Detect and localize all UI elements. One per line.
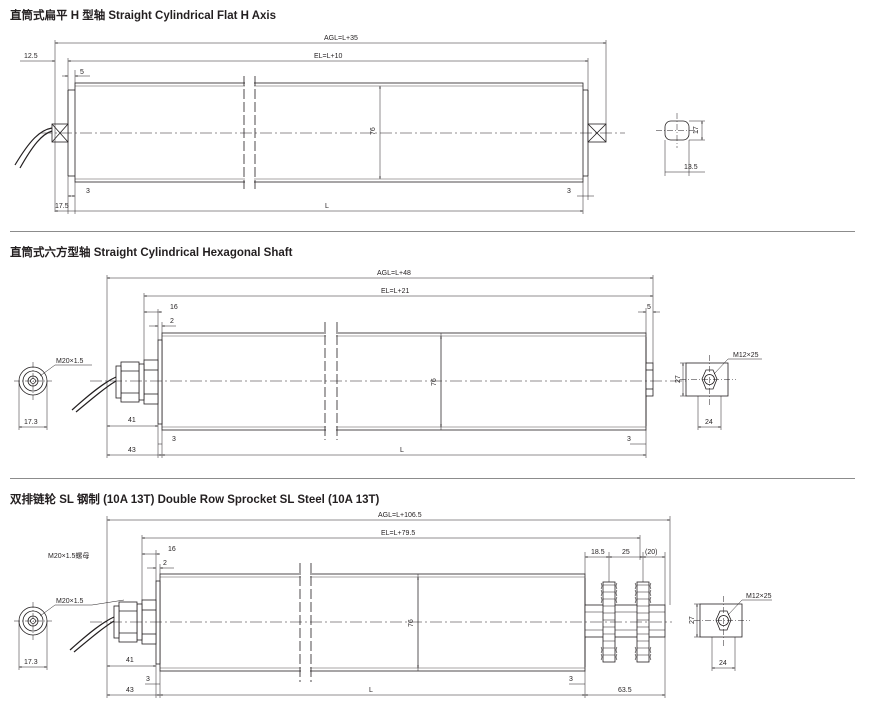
right-ext-dim: 63.5 bbox=[618, 687, 632, 694]
d2-dim-3: 2 bbox=[163, 560, 167, 567]
d41-dim-2: 41 bbox=[128, 417, 136, 424]
thread-label-3: M20×1.5 bbox=[56, 598, 84, 605]
end-left-dim-3: 3 bbox=[146, 676, 150, 683]
flat-h-axis-roller bbox=[14, 40, 705, 214]
bolt-label-2: M12×25 bbox=[733, 352, 759, 359]
hex-shaft-roller bbox=[14, 275, 762, 458]
double-sprocket-roller bbox=[14, 516, 772, 698]
thread-label-2: M20×1.5 bbox=[56, 358, 84, 365]
section-1-title: 直筒式扁平 H 型轴 Straight Cylindrical Flat H A… bbox=[10, 10, 277, 22]
d43-dim-2: 43 bbox=[128, 447, 136, 454]
hex-h-dim-3: 27 bbox=[689, 616, 696, 624]
offset-dim: 17.5 bbox=[55, 203, 69, 210]
roller-tube bbox=[74, 82, 584, 183]
nut-width-dim-3: 17.3 bbox=[24, 659, 38, 666]
roller-tube bbox=[161, 332, 647, 431]
sprocket-shaft bbox=[584, 604, 666, 638]
end-right-dim-3: 3 bbox=[569, 676, 573, 683]
end-left-dim-2: 3 bbox=[172, 436, 176, 443]
dia-dim-2: 76 bbox=[431, 378, 438, 386]
d2-dim-2: 2 bbox=[170, 318, 174, 325]
nut-label-3: M20×1.5螺母 bbox=[48, 551, 89, 560]
length-dim-3: L bbox=[369, 687, 373, 694]
d16-dim-2: 16 bbox=[170, 304, 178, 311]
left-ext-dim: 12.5 bbox=[24, 53, 38, 60]
dia-dim-1: 76 bbox=[370, 127, 377, 135]
length-dim-1: L bbox=[325, 203, 329, 210]
cable bbox=[69, 616, 115, 651]
agl-dim-1: AGL=L+35 bbox=[324, 35, 358, 42]
hex-nut bbox=[143, 359, 159, 405]
el-dim-3: EL=L+79.5 bbox=[381, 530, 415, 537]
hex-w-dim-3: 24 bbox=[719, 660, 727, 667]
roller-tube bbox=[159, 573, 586, 672]
section-3-labels: AGL=L+106.5 EL=L+79.5 M20×1.5螺母 16 2 18.… bbox=[24, 512, 772, 694]
hex-shaft-right bbox=[645, 362, 654, 397]
agl-dim-3: AGL=L+106.5 bbox=[378, 512, 422, 519]
el-dim-2: EL=L+21 bbox=[381, 288, 410, 295]
section-3-title: 双排链轮 SL 钢制 (10A 13T) Double Row Sprocket… bbox=[10, 494, 380, 506]
cable bbox=[71, 376, 117, 411]
end-left-dim-1: 3 bbox=[86, 188, 90, 195]
hex-h-dim-2: 27 bbox=[675, 375, 682, 383]
section-1-labels: AGL=L+35 EL=L+10 12.5 5 76 3 3 17.5 L 17… bbox=[24, 35, 700, 210]
section-divider bbox=[10, 478, 855, 479]
section-2-title: 直筒式六方型轴 Straight Cylindrical Hexagonal S… bbox=[10, 247, 293, 259]
shaft-w-dim: 13.5 bbox=[684, 164, 698, 171]
section-2-labels: AGL=L+48 EL=L+21 16 2 5 M20×1.5 17.3 41 … bbox=[24, 270, 759, 454]
d16-dim-3: 16 bbox=[168, 546, 176, 553]
agl-dim-2: AGL=L+48 bbox=[377, 270, 411, 277]
end-right-dim-2: 3 bbox=[627, 436, 631, 443]
section-divider bbox=[10, 231, 855, 232]
sprocket-dim-2: 25 bbox=[622, 549, 630, 556]
hex-w-dim-2: 24 bbox=[705, 419, 713, 426]
gap-dim: 5 bbox=[80, 69, 84, 76]
end-right-dim-1: 3 bbox=[567, 188, 571, 195]
d43-dim-3: 43 bbox=[126, 687, 134, 694]
length-dim-2: L bbox=[400, 447, 404, 454]
cable bbox=[14, 127, 53, 166]
sprocket-dim-3: (20) bbox=[645, 549, 657, 556]
bolt-label-3: M12×25 bbox=[746, 593, 772, 600]
right-gap-dim: 5 bbox=[647, 304, 651, 311]
d41-dim-3: 41 bbox=[126, 657, 134, 664]
sprocket-dim-1: 18.5 bbox=[591, 549, 605, 556]
shaft-h-dim: 17 bbox=[693, 126, 700, 134]
nut-width-dim-2: 17.3 bbox=[24, 419, 38, 426]
el-dim-1: EL=L+10 bbox=[314, 53, 343, 60]
dia-dim-3: 76 bbox=[408, 619, 415, 627]
